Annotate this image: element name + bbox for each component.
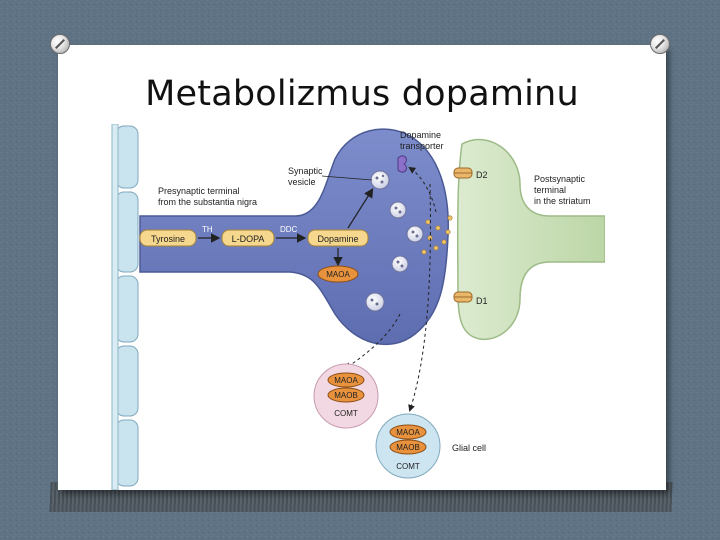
dopamine-metabolism-diagram: D2 D1 Tyrosine TH L-DOPA DDC Dopamine — [111, 124, 605, 490]
cell2-maob-oval — [389, 439, 427, 455]
postsynaptic-label-line3: in the striatum — [534, 196, 591, 206]
cell2-maoa-oval — [389, 424, 427, 440]
to-pink-cell-arrow — [344, 313, 401, 370]
to-glial-cell-arrow — [408, 183, 431, 412]
cell1-maob-oval — [327, 387, 365, 403]
tyrosine-box — [139, 229, 197, 247]
cell1-maob-label: MAOB — [334, 391, 358, 400]
receptor-d1 — [453, 291, 473, 303]
to-vesicle-arrow — [347, 187, 374, 229]
presynaptic-label-line1: Presynaptic terminal — [158, 186, 240, 196]
dopamine-box — [307, 229, 369, 247]
tyrosine-label: Tyrosine — [151, 234, 185, 244]
receptor-d2 — [453, 167, 473, 179]
postsynaptic-terminal — [456, 138, 605, 340]
synaptic-vesicle-label-line2: vesicle — [288, 177, 316, 187]
reuptake-arrow — [408, 166, 437, 213]
cell2-comt-label: COMT — [396, 462, 420, 471]
cell1-comt-label: COMT — [334, 409, 358, 418]
cell2-maob-label: MAOB — [396, 443, 420, 452]
ddc-label: DDC — [280, 225, 298, 234]
vesicle-pointer — [321, 175, 373, 181]
maoa-presynaptic-oval — [317, 265, 359, 283]
vesicle-contents — [370, 174, 419, 306]
pin-left-icon — [50, 34, 70, 54]
vessel-cells — [111, 124, 139, 490]
cell1-maoa-oval — [327, 372, 365, 388]
th-label: TH — [202, 225, 213, 234]
released-dopamine — [421, 215, 453, 255]
maoa-presynaptic-label: MAOA — [326, 270, 350, 279]
transporter-label-line1: Dopamine — [400, 130, 441, 140]
synaptic-vesicles — [365, 170, 424, 312]
l-dopa-label: L-DOPA — [232, 234, 265, 244]
dopamine-transporter-icon — [397, 155, 407, 173]
receptor-d2-label: D2 — [476, 170, 488, 180]
glial-cell-label: Glial cell — [452, 443, 486, 453]
synaptic-vesicle-label-line1: Synaptic — [288, 166, 323, 176]
receptor-d1-label: D1 — [476, 296, 488, 306]
postsynaptic-label-line2: terminal — [534, 185, 566, 195]
dopamine-label: Dopamine — [317, 234, 358, 244]
postsynaptic-label-line1: Postsynaptic — [534, 174, 586, 184]
cell1-maoa-label: MAOA — [334, 376, 358, 385]
l-dopa-box — [221, 229, 275, 247]
cell2-maoa-label: MAOA — [396, 428, 420, 437]
slide-title: Metabolizmus dopaminu — [145, 74, 579, 114]
transporter-label-line2: transporter — [400, 141, 444, 151]
presynaptic-label-line2: from the substantia nigra — [158, 197, 257, 207]
pin-right-icon — [650, 34, 670, 54]
